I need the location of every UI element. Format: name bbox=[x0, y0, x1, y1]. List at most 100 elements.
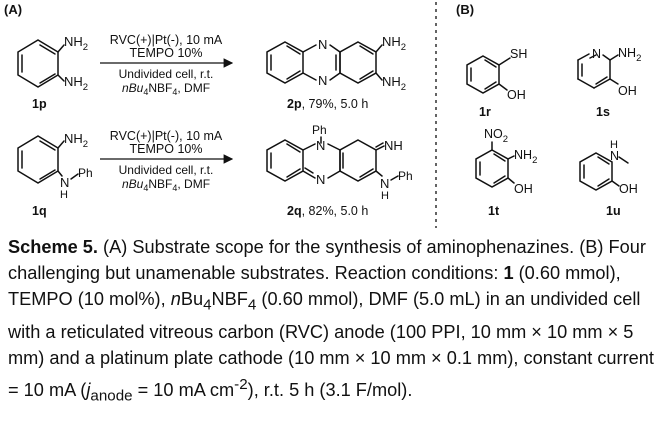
svg-text:NH2: NH2 bbox=[64, 34, 88, 53]
caption-text-5: ), r.t. 5 h (3.1 F/mol). bbox=[247, 379, 413, 400]
compound-1u: N H OH 1u bbox=[579, 139, 638, 218]
1r-sh: SH bbox=[510, 47, 527, 61]
svg-text:nBu4NBF4, DMF: nBu4NBF4, DMF bbox=[122, 81, 210, 97]
2p-nh2-bot-sub: 2 bbox=[401, 82, 406, 93]
compound-1r: SH OH 1r bbox=[466, 47, 527, 119]
1s-nh2: NH bbox=[618, 46, 636, 60]
svg-text:NO2: NO2 bbox=[484, 127, 508, 145]
caption-text-2: (0.60 mmol), TEMPO (10 mol%), bbox=[8, 263, 621, 310]
2p-nh2-bot: NH bbox=[382, 74, 401, 89]
reaction-arrow-1: RVC(+)|Pt(-), 10 mA TEMPO 10% Undivided … bbox=[100, 33, 234, 97]
2q-ph-top: Ph bbox=[312, 123, 327, 137]
1q-n: N bbox=[60, 175, 69, 190]
cond2-s1: 4 bbox=[143, 183, 148, 193]
svg-text:NH2: NH2 bbox=[382, 34, 406, 53]
cond1-dmf: , DMF bbox=[177, 81, 210, 95]
1p-nh2-bot: NH bbox=[64, 74, 83, 89]
cond1-s1: 4 bbox=[143, 87, 148, 97]
cond2-line3: Undivided cell, r.t. bbox=[119, 163, 214, 177]
cond1-nbu: nBu bbox=[122, 81, 144, 95]
1t-oh: OH bbox=[514, 182, 533, 196]
caption-nbf: NBF bbox=[211, 289, 248, 310]
2p-yield: , 79%, 5.0 h bbox=[302, 97, 369, 111]
caption-sup: -2 bbox=[234, 375, 248, 393]
compound-1q: NH2 N H Ph 1q bbox=[17, 131, 93, 218]
caption-text-3: (0.60 mmol), DMF (5.0 mL) in an undivide… bbox=[8, 289, 654, 400]
1p-nh2-top: NH bbox=[64, 34, 83, 49]
svg-text:2p, 79%, 5.0 h: 2p, 79%, 5.0 h bbox=[287, 97, 368, 111]
1r-oh: OH bbox=[507, 88, 526, 102]
1s-label: 1s bbox=[596, 105, 610, 119]
cond2-line2: TEMPO 10% bbox=[130, 142, 203, 156]
2p-nh2-top-sub: 2 bbox=[401, 42, 406, 53]
2q-nh: NH bbox=[384, 138, 403, 153]
svg-text:nBu4NBF4, DMF: nBu4NBF4, DMF bbox=[122, 177, 210, 193]
cond1-nbf: NBF bbox=[148, 81, 172, 95]
cond2-nbf: NBF bbox=[148, 177, 172, 191]
1q-h: H bbox=[60, 189, 68, 201]
cond2-dmf: , DMF bbox=[177, 177, 210, 191]
2p-label: 2p bbox=[287, 97, 302, 111]
2p-nh2-top: NH bbox=[382, 34, 401, 49]
panel-b-label: (B) bbox=[456, 2, 474, 17]
2q-label: 2q bbox=[287, 204, 302, 218]
compound-2p: N N NH2 NH2 2p, 79%, 5.0 h bbox=[266, 34, 406, 111]
cond2-nbu: nBu bbox=[122, 177, 144, 191]
1q-nh2: NH bbox=[64, 131, 83, 146]
svg-text:NH2: NH2 bbox=[514, 148, 537, 166]
compound-1p: NH2 NH2 1p bbox=[17, 34, 88, 111]
reaction-arrow-2: RVC(+)|Pt(-), 10 mA TEMPO 10% Undivided … bbox=[100, 129, 234, 193]
caption-j: j bbox=[86, 379, 91, 400]
2q-yield: , 82%, 5.0 h bbox=[302, 204, 369, 218]
caption-title: Scheme 5. bbox=[8, 237, 98, 257]
1s-n: N bbox=[592, 47, 601, 61]
caption-sub-2: 4 bbox=[247, 297, 257, 315]
2q-n-bot: N bbox=[316, 172, 325, 187]
svg-text:NH2: NH2 bbox=[64, 131, 88, 150]
compound-1t: NO2 NH2 OH 1t bbox=[475, 127, 537, 218]
2q-n-top: N bbox=[316, 138, 325, 153]
1u-oh: OH bbox=[619, 182, 638, 196]
2p-n-top: N bbox=[318, 37, 327, 52]
caption-j-sub: anode bbox=[90, 387, 133, 405]
1q-label: 1q bbox=[32, 204, 47, 218]
svg-text:NH2: NH2 bbox=[64, 74, 88, 93]
2q-n2: N bbox=[380, 176, 389, 191]
1p-nh2-top-sub: 2 bbox=[83, 42, 88, 53]
2q-ph: Ph bbox=[398, 169, 413, 183]
1t-no2: NO bbox=[484, 127, 503, 141]
1u-n: N bbox=[610, 149, 619, 163]
1q-nh2-sub: 2 bbox=[83, 139, 88, 150]
2p-n-bot: N bbox=[318, 73, 327, 88]
compound-1s: N NH2 OH 1s bbox=[577, 46, 641, 119]
panel-a-label: (A) bbox=[4, 2, 22, 17]
compound-2q: Ph N N NH N H Ph 2q, 82%, 5.0 h bbox=[266, 123, 413, 218]
1u-label: 1u bbox=[606, 204, 621, 218]
1p-nh2-bot-sub: 2 bbox=[83, 82, 88, 93]
1p-label: 1p bbox=[32, 97, 47, 111]
1q-ph: Ph bbox=[78, 166, 93, 180]
scheme-caption: Scheme 5. (A) Substrate scope for the sy… bbox=[8, 234, 660, 410]
cond2-line1: RVC(+)|Pt(-), 10 mA bbox=[110, 129, 223, 143]
caption-text-1: (A) Substrate scope for the synthesis of… bbox=[8, 237, 646, 284]
1t-no2-sub: 2 bbox=[503, 134, 508, 145]
reaction-scheme: (A) (B) NH2 NH2 1p RVC(+)|Pt(-), 10 mA T… bbox=[4, 2, 641, 228]
svg-text:NH2: NH2 bbox=[382, 74, 406, 93]
1s-nh2-sub: 2 bbox=[636, 53, 641, 64]
svg-text:2q, 82%, 5.0 h: 2q, 82%, 5.0 h bbox=[287, 204, 368, 218]
1s-oh: OH bbox=[618, 84, 637, 98]
cond1-s2: 4 bbox=[172, 87, 177, 97]
caption-text-4: = 10 mA cm bbox=[132, 379, 235, 400]
1u-h: H bbox=[610, 139, 618, 151]
cond2-s2: 4 bbox=[172, 183, 177, 193]
caption-bold-1: 1 bbox=[503, 263, 514, 284]
2q-h: H bbox=[381, 190, 389, 202]
caption-bu: Bu bbox=[180, 289, 204, 310]
cond1-line1: RVC(+)|Pt(-), 10 mA bbox=[110, 33, 223, 47]
caption-n: n bbox=[170, 289, 181, 310]
1t-nh2-sub: 2 bbox=[532, 155, 537, 166]
1t-label: 1t bbox=[488, 204, 500, 218]
svg-text:NH2: NH2 bbox=[618, 46, 641, 64]
1t-nh2: NH bbox=[514, 148, 532, 162]
1r-label: 1r bbox=[479, 105, 491, 119]
